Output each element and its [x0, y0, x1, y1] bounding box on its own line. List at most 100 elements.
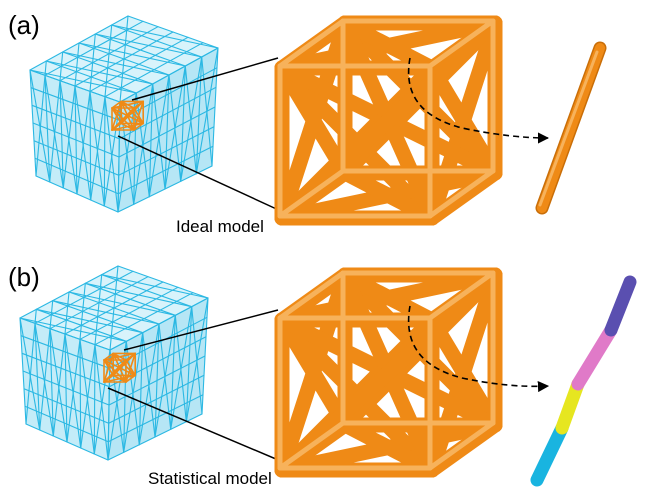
lattice-cube-b — [19, 265, 209, 461]
lattice-left-face — [20, 318, 110, 460]
lattice-strut — [89, 33, 96, 92]
strut-segment-pink — [571, 323, 618, 391]
unit-cell-strut — [120, 122, 135, 131]
lattice-strut — [74, 42, 80, 87]
strut-segment-blue — [530, 421, 569, 487]
unit-cell-icon — [111, 100, 144, 131]
unit-cell-strut — [424, 15, 503, 76]
lattice-strut — [35, 308, 144, 334]
lattice-strut — [201, 297, 209, 415]
panel-a: (a) Ideal model — [8, 10, 607, 236]
lattice-strut — [49, 300, 54, 330]
lattice-struts — [29, 15, 219, 213]
unit-cell-strut — [133, 100, 144, 131]
lattice-strut — [24, 405, 109, 443]
caption-b: Statistical model — [148, 469, 272, 488]
lattice-strut — [119, 15, 129, 103]
unit-cell-strut — [103, 352, 136, 383]
lattice-strut — [111, 24, 219, 49]
connector-line-bottom — [117, 135, 284, 213]
strut-highlight — [277, 18, 346, 69]
strut-highlight — [277, 420, 346, 471]
lattice-strut — [109, 265, 119, 351]
unit-cell-strut — [111, 100, 122, 131]
unit-cell-strut — [274, 165, 353, 226]
strut-highlight — [427, 270, 496, 321]
lattice-strut — [79, 282, 86, 340]
unit-cell-strut — [424, 267, 503, 478]
lattice-strut — [52, 300, 160, 325]
unit-cell-strut — [111, 100, 144, 131]
unit-cell-strut — [125, 352, 136, 383]
unit-cell-strut — [103, 352, 114, 361]
lattice-strut — [211, 47, 219, 167]
unit-cell-strut — [111, 122, 122, 131]
unit-cell-strut — [274, 417, 353, 478]
lattice-strut — [89, 90, 92, 201]
unit-cell-strut — [424, 267, 503, 328]
unit-cell-strut — [424, 15, 503, 226]
lattice-strut — [34, 157, 119, 195]
strut-highlight — [427, 168, 496, 219]
unit-cell-strut — [125, 374, 136, 383]
lattice-strut — [68, 291, 176, 316]
lattice-strut — [117, 265, 209, 299]
unit-cell-strut — [274, 267, 353, 328]
strut-highlight — [277, 270, 346, 321]
lattice-strut — [185, 297, 209, 423]
lattice-left-face — [30, 70, 120, 212]
lattice-strut — [79, 338, 82, 449]
segmented-strut-icon — [530, 275, 637, 487]
unit-cell-strut — [112, 374, 127, 383]
lattice-strut — [45, 60, 154, 85]
unit-cell-b — [274, 267, 503, 478]
unit-cell-strut — [274, 267, 353, 478]
lattice-strut — [93, 344, 96, 455]
connector-line-top — [123, 309, 279, 351]
unit-cell-strut — [125, 352, 136, 361]
panel-a-label: (a) — [8, 10, 40, 40]
lattice-strut — [94, 344, 109, 461]
unit-cell-strut — [133, 100, 144, 109]
lattice-strut — [127, 15, 219, 49]
lattice-struts — [19, 265, 209, 461]
lattice-strut — [117, 145, 214, 195]
caption-a: Ideal model — [176, 217, 264, 236]
lattice-strut — [29, 69, 137, 94]
lattice-strut — [103, 101, 121, 207]
strut-segment-yellow — [555, 377, 585, 435]
lattice-strut — [107, 394, 204, 443]
unit-cell-strut — [424, 417, 503, 478]
lattice-strut — [64, 291, 70, 335]
lattice-strut — [104, 96, 119, 213]
connector-line-bottom — [107, 387, 284, 463]
unit-cell-strut — [424, 165, 503, 226]
unit-cell-strut — [111, 100, 122, 109]
unit-cell-strut — [120, 100, 135, 109]
strut-icon — [535, 41, 607, 215]
unit-cell-strut — [274, 15, 353, 76]
unit-cell-strut — [274, 15, 353, 226]
lattice-strut — [25, 423, 109, 461]
unit-cell-strut — [112, 352, 127, 361]
lattice-strut — [59, 51, 64, 82]
strut-segment-purple — [604, 275, 637, 337]
panel-b: (b) Statistical model — [8, 262, 637, 488]
lattice-strut — [103, 96, 106, 207]
lattice-strut — [93, 349, 111, 455]
lattice-strut — [62, 51, 170, 76]
lattice-strut — [78, 42, 186, 67]
lattice-strut — [94, 33, 203, 58]
lattice-strut — [35, 175, 119, 213]
strut-highlight — [427, 420, 496, 471]
dashed-curved-arrow-icon — [407, 305, 550, 393]
unit-cell-a — [274, 15, 503, 226]
unit-cell-strut — [103, 374, 114, 383]
unit-cell-strut — [133, 122, 144, 131]
panel-b-label: (b) — [8, 262, 40, 292]
strut-highlight — [277, 168, 346, 219]
unit-cell-icon — [103, 352, 136, 383]
lattice-strut — [101, 274, 209, 299]
lattice-strut — [84, 282, 193, 308]
